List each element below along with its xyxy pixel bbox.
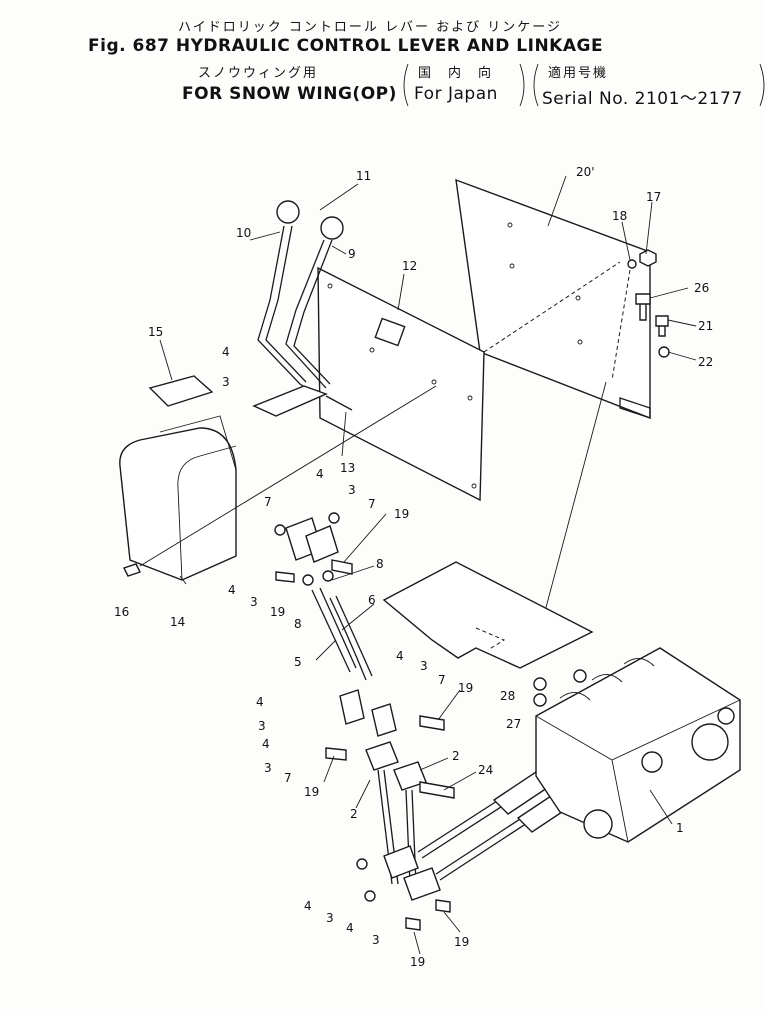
valve-1 [535, 647, 741, 843]
callout-3g: 3 [326, 911, 334, 925]
callout-3a: 3 [222, 375, 230, 389]
callout-19c: 19 [458, 681, 473, 695]
lever-bracket [252, 385, 328, 417]
callout-9: 9 [348, 247, 356, 261]
callout-20: 20' [576, 165, 595, 179]
washer-18 [627, 259, 637, 269]
nut-28 [533, 677, 547, 691]
callout-3e: 3 [258, 719, 266, 733]
bolt-24 [419, 781, 455, 799]
callout-26: 26 [694, 281, 709, 295]
pin-19e [405, 917, 421, 931]
callout-7b: 7 [368, 497, 376, 511]
callout-13: 13 [340, 461, 355, 475]
callout-3h: 3 [372, 933, 380, 947]
plate-2b [393, 761, 427, 791]
callout-6: 6 [368, 593, 376, 607]
callout-1: 1 [676, 821, 684, 835]
floor-plate [382, 561, 594, 669]
callout-16: 16 [114, 605, 129, 619]
yoke-7d [371, 703, 397, 737]
rod-5 [311, 587, 357, 673]
knob-11a [276, 200, 300, 224]
callout-7d: 7 [284, 771, 292, 785]
bolt-16 [123, 563, 141, 577]
figure-title: Fig. 687 HYDRAULIC CONTROL LEVER AND LIN… [88, 36, 604, 56]
callout-12: 12 [402, 259, 417, 273]
plate-2a [365, 741, 399, 771]
region-label: For Japan [414, 84, 498, 104]
pin-19d [325, 747, 347, 761]
callout-17: 17 [646, 190, 661, 204]
bolt-26 [635, 293, 651, 321]
washer-22 [658, 346, 670, 358]
callout-4b: 4 [316, 467, 324, 481]
callout-28: 28 [500, 689, 515, 703]
callout-19d: 19 [304, 785, 319, 799]
callout-27: 27 [506, 717, 521, 731]
callout-3b: 3 [348, 483, 356, 497]
callout-3f: 3 [264, 761, 272, 775]
japanese-subtitle: スノウウィング用 [198, 66, 319, 81]
callout-19a: 19 [394, 507, 409, 521]
yoke-7c [339, 689, 365, 725]
callout-2b: 2 [350, 807, 358, 821]
callout-22: 22 [698, 355, 713, 369]
callout-19b: 19 [270, 605, 285, 619]
serial-range: Serial No. 2101～2177 [542, 89, 743, 109]
lever-9 [285, 239, 327, 389]
callout-4g: 4 [304, 899, 312, 913]
rod-6 [329, 595, 373, 681]
callout-10: 10 [236, 226, 251, 240]
callout-15: 15 [148, 325, 163, 339]
callout-8b: 8 [294, 617, 302, 631]
callout-8a: 8 [376, 557, 384, 571]
clip-15 [148, 375, 214, 407]
knob-11b [320, 216, 344, 240]
callout-19f: 19 [410, 955, 425, 969]
yoke-7b [305, 525, 339, 563]
panel-20-bracket [619, 397, 651, 419]
callout-11: 11 [356, 169, 371, 183]
callout-3d: 3 [420, 659, 428, 673]
callout-4f: 4 [262, 737, 270, 751]
japanese-region: 国 内 向 [418, 66, 494, 81]
callout-24: 24 [478, 763, 493, 777]
japanese-title: ハイドロリック コントロール レバー および リンケージ [178, 20, 563, 35]
hidden-lines [483, 261, 631, 381]
clevis-lower-a [383, 845, 419, 879]
pin-19a [331, 559, 353, 575]
washer-27 [533, 693, 547, 707]
callout-14: 14 [170, 615, 185, 629]
callout-19e: 19 [454, 935, 469, 949]
callout-4c: 4 [228, 583, 236, 597]
leader-lines [159, 175, 697, 955]
pin-19f [435, 899, 451, 913]
callout-4d: 4 [396, 649, 404, 663]
callout-4e: 4 [256, 695, 264, 709]
callout-3c: 3 [250, 595, 258, 609]
callout-4h: 4 [346, 921, 354, 935]
clevis-lower-b [403, 867, 441, 901]
pin-19c [419, 715, 445, 731]
japanese-serial-label: 適用号機 [548, 66, 609, 81]
panel-12 [317, 266, 485, 502]
lever-10 [257, 225, 313, 393]
callout-2a: 2 [452, 749, 460, 763]
callout-4a: 4 [222, 345, 230, 359]
pin-19b [275, 571, 295, 583]
callout-18: 18 [612, 209, 627, 223]
subtitle: FOR SNOW WING(OP) [182, 84, 397, 104]
nut-17 [639, 249, 657, 267]
callout-7c: 7 [438, 673, 446, 687]
bolt-21 [655, 315, 669, 337]
callout-5: 5 [294, 655, 302, 669]
callout-21: 21 [698, 319, 713, 333]
bolt-13 [325, 395, 353, 411]
callout-7a: 7 [264, 495, 272, 509]
title-brackets [403, 63, 765, 107]
